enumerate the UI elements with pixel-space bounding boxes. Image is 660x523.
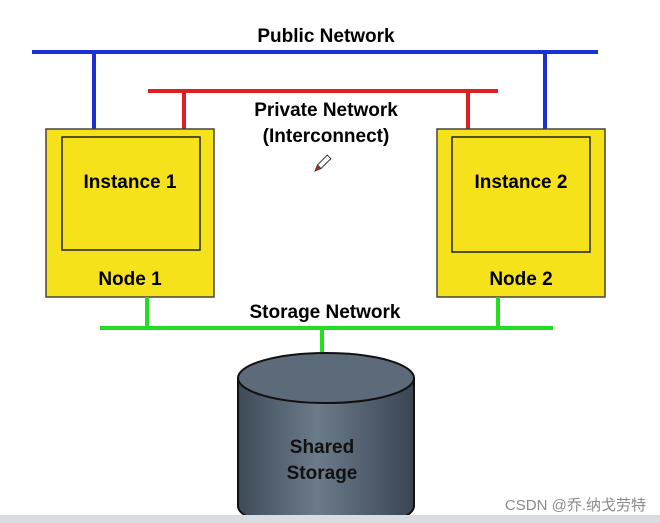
- instance-2-box: [451, 136, 591, 253]
- node-1: Instance 1 Node 1: [45, 128, 215, 298]
- node-1-label: Node 1: [98, 269, 162, 290]
- bottom-band: [0, 515, 660, 523]
- instance-1-box: [61, 136, 201, 251]
- storage-label: Storage: [287, 463, 358, 484]
- instance-2-label: Instance 2: [475, 172, 568, 193]
- private-network-label: Private Network: [254, 100, 398, 121]
- shared-storage-label: Shared: [290, 437, 354, 458]
- instance-1-label: Instance 1: [84, 172, 177, 193]
- pen-cursor-icon: [314, 154, 332, 172]
- csdn-watermark: CSDN @乔.纳戈劳特: [504, 497, 646, 514]
- storage-network-label: Storage Network: [250, 302, 401, 323]
- node-2: Instance 2 Node 2: [436, 128, 606, 298]
- interconnect-label: (Interconnect): [263, 126, 390, 147]
- shared-storage-cylinder: Shared Storage: [237, 352, 415, 523]
- node-2-label: Node 2: [489, 269, 552, 290]
- public-network-label: Public Network: [257, 26, 395, 47]
